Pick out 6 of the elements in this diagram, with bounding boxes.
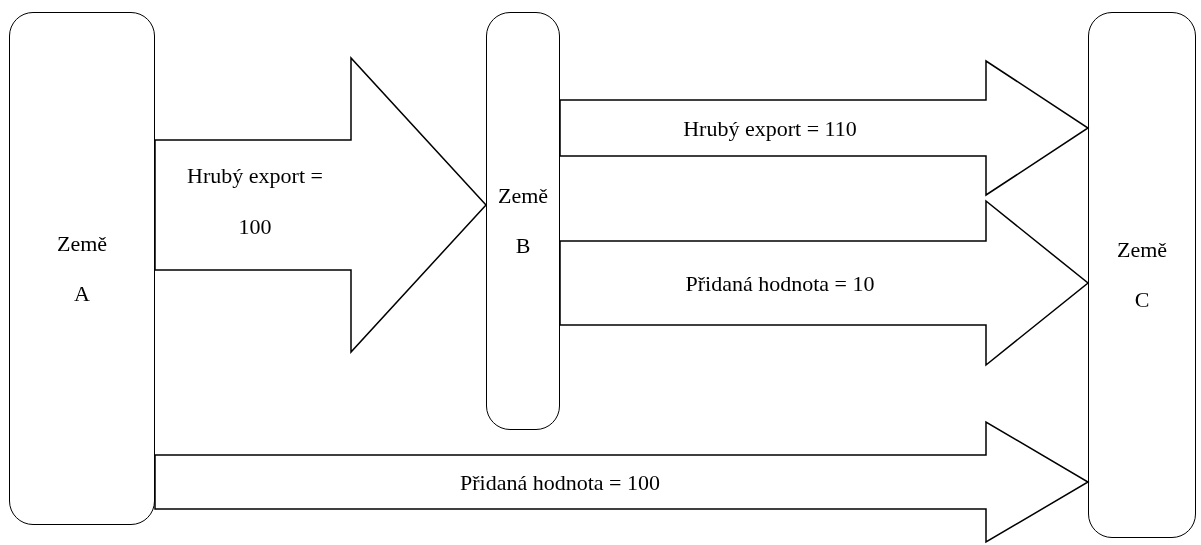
rounded-box — [9, 12, 155, 525]
node-label: Země B — [496, 182, 550, 260]
rounded-box — [486, 12, 560, 430]
node-label: Země C — [1115, 236, 1169, 314]
node-label: Země A — [55, 229, 109, 308]
rounded-box — [1088, 12, 1196, 538]
